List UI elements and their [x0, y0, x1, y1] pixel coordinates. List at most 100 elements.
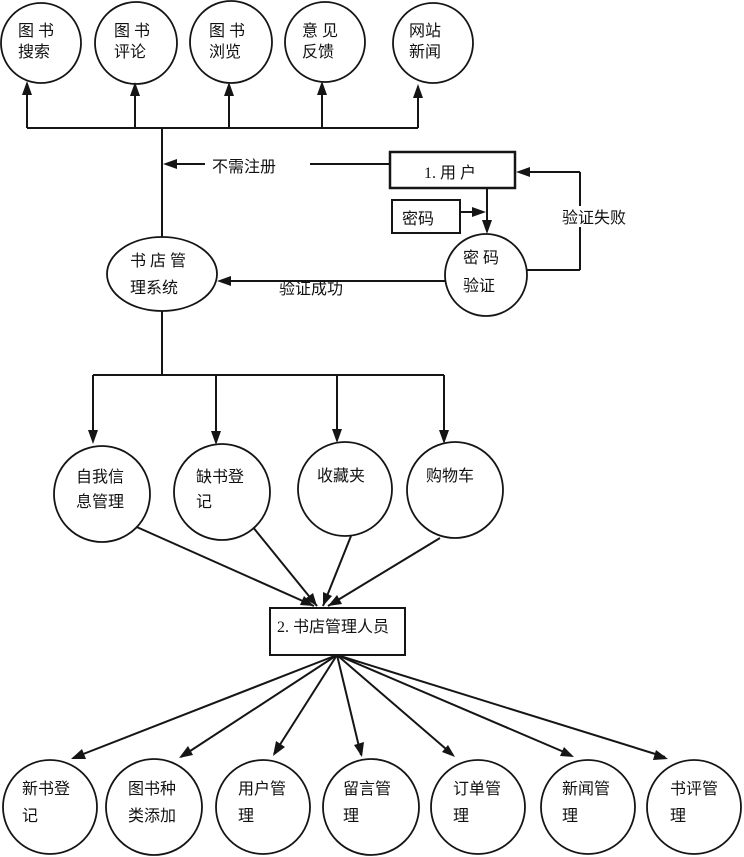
node-book-review: 图 书 评论: [114, 22, 150, 61]
arrow-to-user-mgmt: [273, 741, 285, 756]
node-cart-circle: [406, 441, 504, 539]
node-book-category: 图书种 类添加: [128, 780, 176, 825]
node-missing-book: 缺书登 记: [196, 468, 244, 511]
edge-admin-to-book-category: [180, 654, 338, 758]
node-message-mgmt: 留言管 理: [343, 780, 391, 825]
favorites-label: 收藏夹: [317, 467, 365, 485]
arrow-left-no-register: [163, 159, 177, 169]
node-system-ellipse: [106, 236, 218, 312]
system-label-line2: 理系统: [130, 279, 178, 297]
user-box-label: 1. 用 户: [424, 164, 476, 182]
news-mgmt-label-line1: 新闻管: [562, 780, 610, 798]
admin-box-label: 2. 书店管理人员: [277, 618, 389, 636]
review-mgmt-label-line1: 书评管: [670, 780, 718, 798]
node-message-mgmt-circle: [322, 758, 420, 856]
missing-book-label-line1: 缺书登: [196, 468, 244, 486]
node-system: 书 店 管 理系统: [130, 252, 186, 297]
arrow-down-missing-book: [211, 431, 221, 445]
node-password-box: [391, 199, 461, 234]
edge-missing-book-to-admin: [251, 525, 318, 607]
node-user-mgmt: 用户管 理: [238, 780, 286, 825]
book-browse-label-line2: 浏览: [209, 43, 241, 61]
node-admin-box: [269, 607, 406, 656]
arrow-right-password: [472, 207, 486, 217]
node-review-mgmt: 书评管 理: [670, 780, 718, 825]
node-book-search-circle: [0, 2, 82, 84]
book-browse-label-line1: 图 书: [209, 22, 245, 40]
arrow-to-order-mgmt: [442, 745, 455, 757]
edge-cart-to-admin: [327, 537, 441, 607]
edge-admin-to-user-mgmt: [273, 654, 338, 755]
review-mgmt-label-line2: 理: [670, 808, 686, 825]
news-mgmt-label-line2: 理: [562, 808, 578, 825]
node-news-mgmt: 新闻管 理: [562, 780, 610, 825]
arrow-down-user-verify: [482, 220, 492, 234]
arrow-into-admin-3: [323, 592, 332, 606]
password-verify-label-line1: 密 码: [463, 249, 499, 267]
connector-lines: [26, 90, 666, 759]
edge-admin-to-message-mgmt: [336, 654, 362, 756]
node-user-mgmt-circle: [215, 759, 311, 855]
node-missing-book-circle: [173, 443, 271, 541]
node-self-info-circle: [53, 445, 151, 543]
arrow-to-book-category: [179, 746, 193, 758]
user-mgmt-label-line2: 理: [238, 808, 254, 825]
node-new-book-circle: [2, 759, 98, 855]
arrow-down-favorites: [332, 429, 342, 443]
self-info-label-line1: 自我信: [76, 468, 124, 486]
node-site-news-circle: [392, 2, 474, 84]
edge-admin-to-order-mgmt: [336, 654, 454, 756]
node-news-mgmt-circle: [540, 759, 636, 855]
arrow-into-admin-4: [328, 595, 342, 606]
arrowheads: [22, 81, 668, 760]
node-favorites-circle: [297, 441, 393, 537]
arrow-to-message-mgmt: [354, 742, 364, 757]
arrow-left-verify-fail: [516, 167, 530, 177]
node-book-search: 图 书 搜索: [18, 22, 54, 61]
arrow-down-cart: [439, 430, 449, 444]
edge-admin-to-review-mgmt: [336, 654, 666, 758]
node-password-verify: 密 码 验证: [463, 249, 499, 295]
label-bg-verify-fail: [558, 206, 631, 227]
book-review-label-line1: 图 书: [114, 22, 150, 40]
node-review-mgmt-circle: [646, 759, 742, 855]
arrow-up-feedback: [317, 81, 327, 95]
book-category-label-line2: 类添加: [128, 807, 176, 825]
arrow-up-book-review: [130, 82, 140, 96]
arrow-into-admin-2: [305, 593, 317, 606]
book-search-label-line1: 图 书: [18, 22, 54, 40]
node-new-book: 新书登 记: [22, 780, 70, 825]
system-label-line1: 书 店 管: [130, 252, 186, 270]
new-book-label-line2: 记: [22, 807, 38, 825]
node-user-box: [388, 150, 517, 190]
edge-admin-to-news-mgmt: [336, 654, 572, 756]
arrow-up-book-browse: [224, 82, 234, 96]
feedback-label-line2: 反馈: [302, 43, 334, 61]
node-labels: 图 书 搜索 图 书 评论 图 书 浏览 意 见 反馈 网站 新闻 1. 用 户…: [18, 21, 718, 825]
arrow-to-review-mgmt: [653, 750, 668, 760]
arrow-to-new-book: [71, 749, 86, 759]
book-category-label-line1: 图书种: [128, 780, 176, 798]
node-order-mgmt: 订单管 理: [453, 780, 501, 825]
arrow-up-book-search: [22, 81, 32, 95]
label-verify-success: 验证成功: [279, 280, 343, 298]
arrow-into-admin-1: [300, 596, 314, 606]
message-mgmt-label-line2: 理: [343, 808, 359, 825]
order-mgmt-label-line1: 订单管: [453, 780, 501, 798]
node-order-mgmt-circle: [430, 759, 526, 855]
site-news-label-line1: 网站: [409, 22, 441, 40]
password-verify-label-line2: 验证: [463, 277, 495, 295]
password-box-label: 密码: [402, 210, 434, 228]
arrow-to-news-mgmt: [560, 747, 574, 757]
new-book-label-line1: 新书登: [22, 780, 70, 798]
edge-self-info-to-admin: [129, 523, 315, 607]
arrow-left-verify-success: [217, 276, 231, 286]
label-no-register: 不需注册: [212, 158, 276, 176]
order-mgmt-label-line2: 理: [453, 808, 469, 825]
label-verify-fail: 验证失败: [562, 209, 626, 227]
label-bg-no-register: [209, 156, 279, 176]
book-review-label-line2: 评论: [114, 43, 146, 61]
